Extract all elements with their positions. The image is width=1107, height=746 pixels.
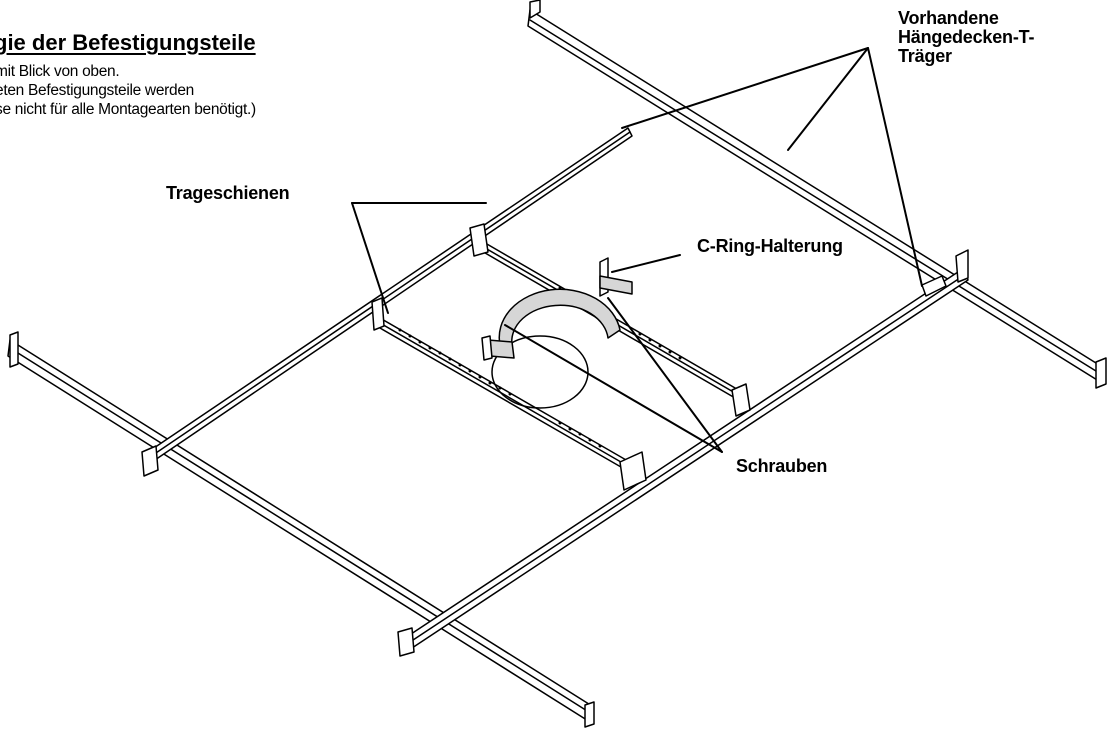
callout-t-traeger: Vorhandene Hängedecken-T- Träger xyxy=(898,9,1034,66)
callout-c-ring: C-Ring-Halterung xyxy=(697,236,843,256)
intro-line-2: eten Befestigungsteile werden xyxy=(0,82,194,99)
cross-tee-back xyxy=(141,127,633,477)
page-title: gie der Befestigungsteile xyxy=(0,30,256,55)
callout-t-traeger-line3: Träger xyxy=(898,46,952,66)
leader-lines xyxy=(351,47,923,453)
c-ring-bracket xyxy=(481,257,633,361)
cross-tee-front xyxy=(397,249,969,657)
support-rail-front xyxy=(371,297,647,491)
callout-t-traeger-line2: Hängedecken-T- xyxy=(898,27,1035,47)
t-runner-left xyxy=(7,331,595,728)
intro-line-3: se nicht für alle Montagearten benötigt.… xyxy=(0,101,256,118)
callout-t-traeger-line1: Vorhandene xyxy=(898,8,999,28)
callout-schrauben: Schrauben xyxy=(736,456,828,476)
callout-trageschienen: Trageschienen xyxy=(166,183,290,203)
intro-line-1: mit Blick von oben. xyxy=(0,63,120,80)
ceiling-cutout xyxy=(491,335,589,409)
